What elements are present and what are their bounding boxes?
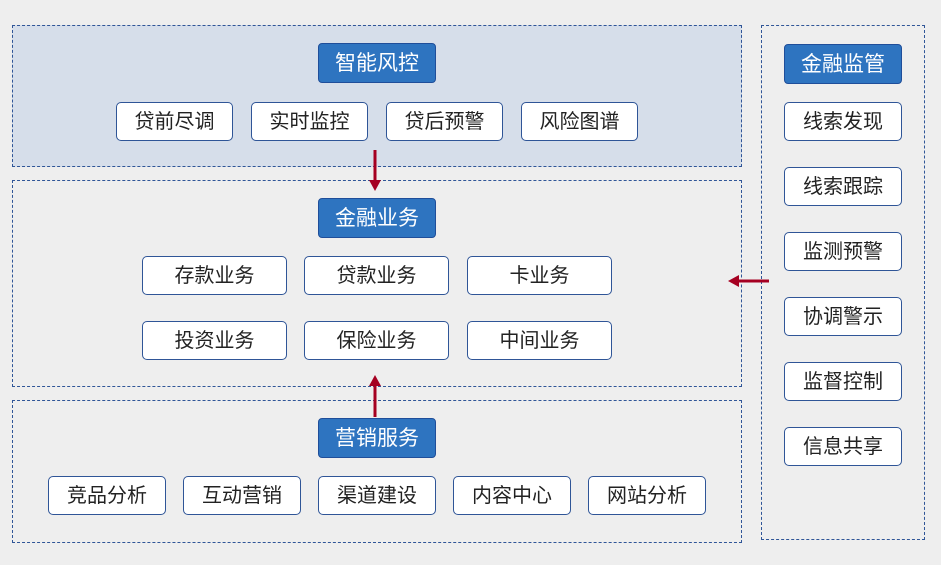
finance-business-item-deposit: 存款业务 (142, 256, 287, 295)
supervision-title: 金融监管 (784, 44, 902, 84)
smart-risk-item-realtime-monitor: 实时监控 (251, 102, 368, 141)
supervision-item-monitor-alert: 监测预警 (784, 232, 902, 271)
marketing-item-content-center: 内容中心 (453, 476, 571, 515)
supervision-item-supervision-control: 监督控制 (784, 362, 902, 401)
finance-business-item-investment: 投资业务 (142, 321, 287, 360)
finance-business-item-insurance: 保险业务 (304, 321, 449, 360)
smart-risk-item-due-diligence: 贷前尽调 (116, 102, 233, 141)
finance-business-item-card: 卡业务 (467, 256, 612, 295)
finance-business-title: 金融业务 (318, 198, 436, 238)
finance-business-item-loan: 贷款业务 (304, 256, 449, 295)
marketing-item-channel-building: 渠道建设 (318, 476, 436, 515)
smart-risk-item-post-loan-alert: 贷后预警 (386, 102, 503, 141)
marketing-item-interactive-marketing: 互动营销 (183, 476, 301, 515)
supervision-item-clue-discovery: 线索发现 (784, 102, 902, 141)
smart-risk-title: 智能风控 (318, 43, 436, 83)
marketing-item-website-analysis: 网站分析 (588, 476, 706, 515)
marketing-title: 营销服务 (318, 418, 436, 458)
supervision-item-coordination-warning: 协调警示 (784, 297, 902, 336)
supervision-item-info-sharing: 信息共享 (784, 427, 902, 466)
smart-risk-item-risk-graph: 风险图谱 (521, 102, 638, 141)
supervision-item-clue-tracking: 线索跟踪 (784, 167, 902, 206)
marketing-item-competitor-analysis: 竞品分析 (48, 476, 166, 515)
finance-business-item-intermediary: 中间业务 (467, 321, 612, 360)
